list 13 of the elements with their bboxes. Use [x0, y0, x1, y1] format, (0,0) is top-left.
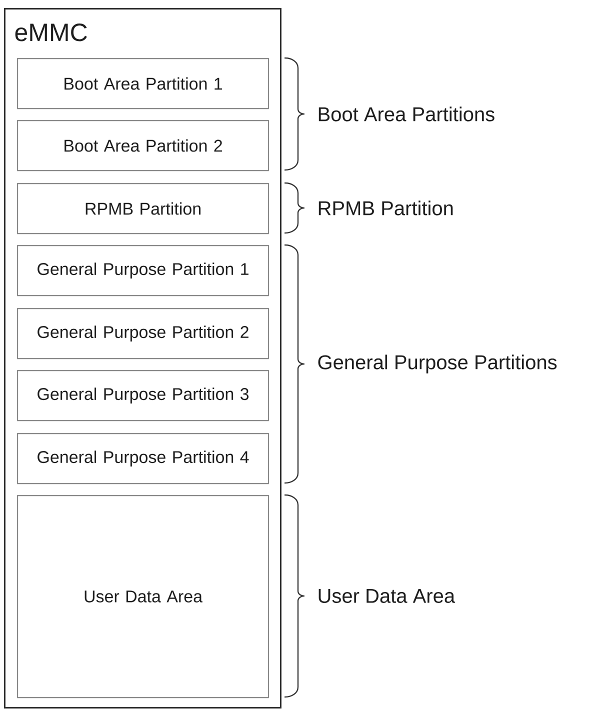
brace-label: User Data Area	[318, 589, 456, 603]
brace-label: Boot Area Partitions	[318, 106, 494, 122]
partition-box: User Data Area	[17, 495, 270, 698]
partition-box: General Purpose Partition 1	[17, 245, 270, 296]
partition-box: RPMB Partition	[17, 183, 270, 234]
partition-box: General Purpose Partition 3	[17, 370, 270, 422]
brace-label: General Purpose Partitions	[318, 354, 557, 374]
partition-box: General Purpose Partition 4	[17, 433, 270, 484]
partition-box: General Purpose Partition 2	[17, 308, 270, 360]
partition-box: Boot Area Partition 2	[17, 120, 270, 172]
brace-label: RPMB Partition	[318, 200, 453, 216]
box-title: eMMC	[15, 24, 87, 42]
partition-box: Boot Area Partition 1	[17, 58, 270, 110]
